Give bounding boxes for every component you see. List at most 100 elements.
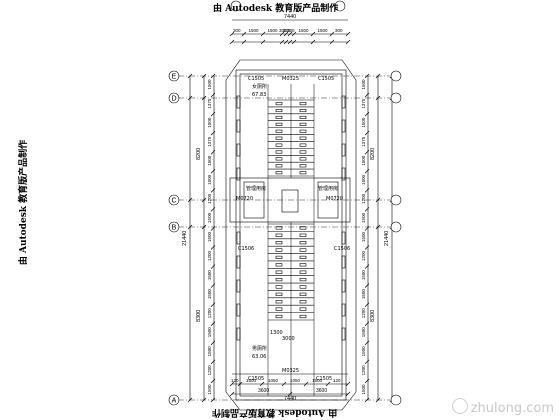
dim-tick: [210, 188, 216, 193]
dim-text: 1375: [207, 98, 212, 109]
toilet-fixture-icon: [299, 129, 307, 133]
dim-tick: [187, 224, 193, 230]
dim-tick: [210, 359, 216, 365]
dim-text: 3600: [316, 388, 327, 394]
dim-text: 1200: [361, 193, 366, 204]
toilet-fixture-icon: [275, 122, 283, 126]
dim-tick: [291, 31, 297, 37]
dim-tick: [281, 381, 287, 387]
toilet-fixture-icon: [299, 233, 307, 237]
dim-tick: [210, 130, 216, 136]
window-c1506-r: C1506: [334, 246, 350, 252]
window-c1505-tl: C1505: [248, 76, 264, 82]
window-left: [236, 143, 241, 157]
dim-tick: [201, 73, 207, 79]
dim-tick: [364, 130, 370, 136]
dim-tick: [201, 397, 207, 403]
toilet-fixture-icon: [275, 277, 283, 282]
site-brand[interactable]: zhulong.com: [451, 398, 554, 416]
dim-text: 120: [231, 378, 239, 383]
dim-tick: [210, 73, 216, 79]
axis-bubbles-left: E D C B A: [168, 70, 180, 406]
dim-tick: [287, 391, 293, 397]
window-left: [236, 255, 241, 269]
corridor-width: 3000: [282, 336, 295, 342]
dim-tick: [210, 378, 216, 384]
right-upper: 8200: [370, 148, 376, 160]
left-lower: 8300: [196, 310, 202, 322]
toilet-fixture-icon: [275, 233, 283, 237]
dim-text: 1500: [207, 212, 212, 223]
axis-label-B: B: [172, 225, 177, 232]
dim-tick: [375, 197, 381, 203]
dim-text: 1500: [361, 384, 366, 395]
toilet-fixture-icon: [299, 248, 307, 252]
dim-text: 1500: [361, 174, 366, 185]
toilet-fixture-icon: [275, 129, 283, 133]
toilet-fixture-icon: [275, 115, 283, 119]
dim-text: 1200: [361, 308, 366, 319]
dim-tick: [210, 149, 216, 155]
roof-eave-bottom: [225, 391, 357, 411]
dim-tick: [364, 321, 370, 327]
dim-tick: [287, 39, 293, 45]
window-left: [236, 303, 241, 317]
mgmt-room-right-label: 管理用房: [318, 185, 338, 192]
toilet-fixture-icon: [275, 164, 283, 168]
dim-tick: [279, 31, 285, 37]
toilet-fixture-icon: [275, 143, 283, 147]
dim-tick: [345, 31, 351, 37]
left-upper: 8200: [196, 148, 202, 160]
dim-tick: [364, 340, 370, 346]
window-right: [341, 119, 346, 133]
dim-text: 1500: [361, 327, 366, 338]
dim-text: 300: [287, 28, 295, 33]
dim-tick: [210, 169, 216, 174]
dim-tick: [210, 302, 216, 307]
dim-tick: [364, 397, 370, 403]
dim-tick: [201, 95, 207, 101]
dim-tick: [345, 39, 351, 45]
window-c1505-br: C1505: [316, 376, 332, 382]
dim-text: 1200: [207, 365, 212, 376]
window-right: [341, 255, 346, 269]
dim-text: 1500: [207, 289, 212, 300]
axis-bubbles-top: [230, 0, 346, 12]
dim-text: 1375: [361, 136, 366, 147]
toilet-fixture-icon: [299, 285, 307, 289]
toilet-fixture-icon: [275, 171, 283, 175]
mgmt-room-left-label: 管理用房: [246, 185, 266, 192]
dim-tick: [375, 224, 381, 230]
window-left: [236, 95, 241, 109]
dim-text: 1500: [299, 28, 310, 33]
toilet-fixture-icon: [275, 270, 283, 274]
toilet-fixture-icon: [299, 263, 307, 267]
dim-tick: [259, 381, 265, 387]
female-wc-label: 女厕所: [252, 83, 267, 90]
toilet-fixture-icon: [275, 255, 283, 260]
axis-label-D: D: [171, 96, 176, 103]
dim-tick: [364, 245, 370, 250]
dim-text: 1500: [361, 231, 366, 242]
dim-tick: [287, 31, 293, 37]
toilet-fixture-icon: [299, 255, 307, 260]
dim-text: 1500: [207, 346, 212, 357]
male-wc-area: 63.06: [252, 354, 266, 360]
toilet-fixture-icon: [275, 241, 283, 245]
toilet-fixture-icon: [275, 157, 283, 161]
toilet-fixture-icon: [275, 307, 283, 311]
window-right: [341, 279, 346, 293]
dim-text: 1050: [268, 378, 279, 383]
dim-tick: [325, 381, 331, 387]
dim-tick: [229, 391, 235, 397]
toilet-fixture-icon: [299, 143, 307, 147]
brand-logo-icon: [451, 398, 468, 414]
dim-text: 1500: [207, 270, 212, 281]
toilet-fixture-icon: [299, 102, 307, 106]
toilet-fixture-icon: [299, 241, 307, 245]
dim-text: 300: [283, 28, 291, 33]
toilet-fixture-icon: [299, 136, 307, 140]
toilet-fixture-icon: [299, 171, 307, 175]
